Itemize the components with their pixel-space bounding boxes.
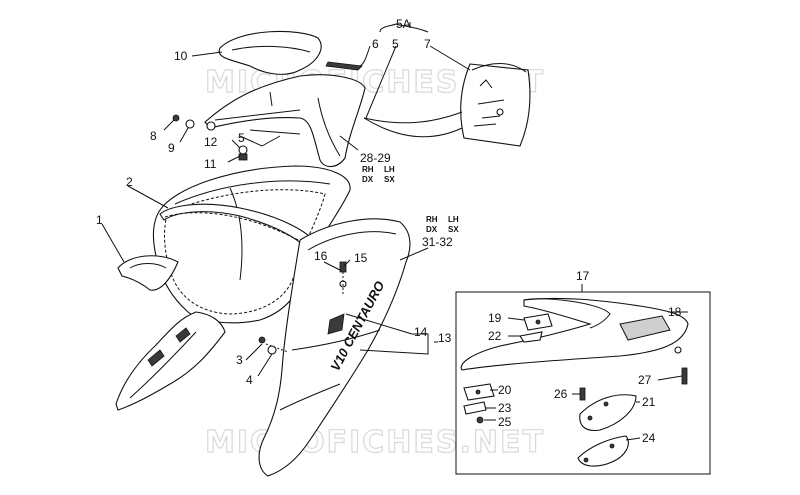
- pad-23-part[interactable]: [463, 401, 487, 415]
- bolt-3-4-parts[interactable]: [258, 336, 289, 355]
- rack-kit-box: [455, 291, 711, 475]
- callout-5a: 5A: [396, 17, 411, 31]
- callout-24: 24: [642, 431, 656, 445]
- side-label-lh-2: LH: [448, 215, 459, 224]
- callout-16: 16: [314, 249, 328, 263]
- callout-13: 13: [438, 331, 452, 345]
- side-label-rh-2: RH: [426, 215, 438, 224]
- passenger-seat-cover-part[interactable]: [218, 30, 322, 75]
- fastener-11-12-parts[interactable]: [238, 145, 248, 161]
- callout-22: 22: [488, 329, 502, 343]
- callout-21: 21: [642, 395, 656, 409]
- bracket-19-part[interactable]: [523, 313, 553, 331]
- callout-1: 1: [96, 213, 103, 227]
- callout-2: 2: [126, 175, 133, 189]
- callout-15: 15: [354, 251, 368, 265]
- lower-tail-frame-part[interactable]: [115, 311, 226, 411]
- screw-26-part[interactable]: [579, 387, 586, 401]
- callout-17: 17: [576, 269, 590, 283]
- side-label-dx: DX: [362, 175, 374, 184]
- callout-25: 25: [498, 415, 512, 429]
- tool-bag-part[interactable]: [363, 63, 531, 147]
- callout-5: 5: [392, 37, 399, 51]
- callout-27: 27: [638, 373, 652, 387]
- side-label-sx: SX: [384, 175, 395, 184]
- callout-4: 4: [246, 373, 253, 387]
- callout-leaders: [101, 22, 471, 377]
- screw-8-9-parts[interactable]: [172, 114, 195, 129]
- watermark-bottom: MICROFICHES.NET: [205, 425, 545, 460]
- callout-26: 26: [554, 387, 568, 401]
- plate-20-part[interactable]: [463, 383, 495, 401]
- callout-18: 18: [668, 305, 682, 319]
- screw-25-part[interactable]: [476, 416, 484, 424]
- side-label-rh: RH: [362, 165, 374, 174]
- plate-24-part[interactable]: [577, 435, 629, 467]
- callout-12: 12: [204, 135, 218, 149]
- bracket-21-part[interactable]: [579, 394, 637, 432]
- callout-9: 9: [168, 141, 175, 155]
- kit-callout-leaders: [484, 311, 688, 441]
- callout-23: 23: [498, 401, 512, 415]
- callout-3: 3: [236, 353, 243, 367]
- luggage-rack-part[interactable]: [460, 297, 689, 371]
- bolt-15-16-parts[interactable]: [339, 261, 347, 296]
- callout-11: 11: [204, 157, 217, 171]
- bracket-22-part[interactable]: [519, 331, 543, 343]
- callout-28-29: 28-29: [360, 151, 391, 165]
- callout-7: 7: [424, 37, 431, 51]
- callout-6: 6: [372, 37, 379, 51]
- side-label-sx-2: SX: [448, 225, 459, 234]
- callout-8: 8: [150, 129, 157, 143]
- callout-5b: 5: [238, 131, 245, 145]
- callout-31-32: 31-32: [422, 235, 453, 249]
- side-label-dx-2: DX: [426, 225, 438, 234]
- screw-27-part[interactable]: [681, 367, 688, 385]
- tail-side-fairing-part[interactable]: [258, 218, 411, 477]
- callout-20: 20: [498, 383, 512, 397]
- side-label-lh: LH: [384, 165, 395, 174]
- callout-14: 14: [414, 325, 428, 339]
- seat-bracket-part[interactable]: [117, 255, 179, 291]
- callout-10: 10: [174, 49, 188, 63]
- callout-19: 19: [488, 311, 502, 325]
- tail-cowl-part[interactable]: [204, 61, 366, 168]
